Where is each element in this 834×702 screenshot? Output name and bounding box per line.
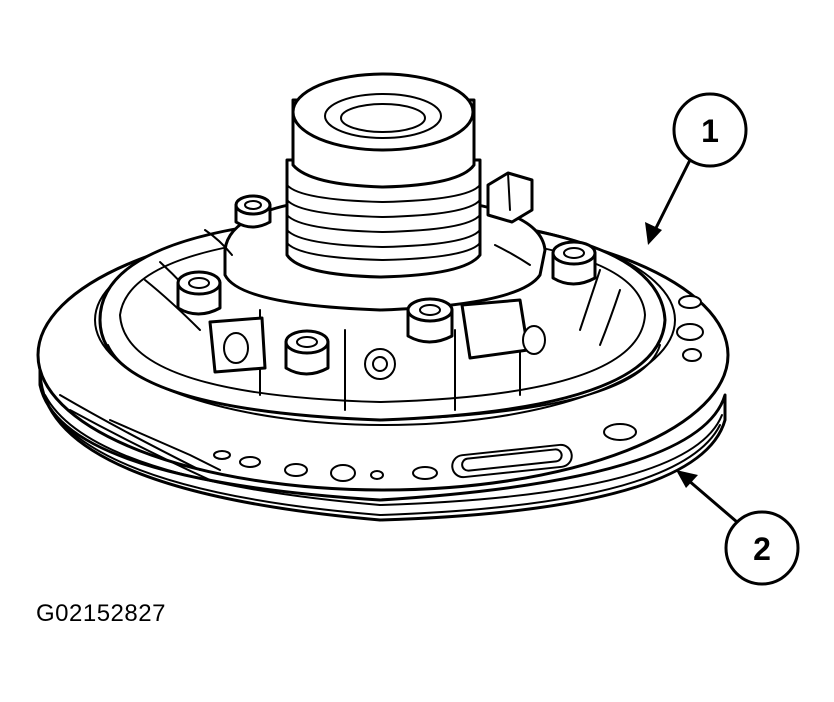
- callout-2: 2: [676, 470, 800, 586]
- callout-1-arrowhead: [645, 222, 662, 245]
- plate-holes: [213, 295, 704, 482]
- body-bosses: [208, 298, 546, 380]
- bolt-left: [176, 270, 222, 316]
- bolt-top-left: [234, 194, 272, 229]
- callout-1-label: 1: [701, 113, 719, 149]
- bolt-right: [551, 240, 597, 286]
- bolt-front-center: [406, 297, 454, 344]
- figure-id: G02152827: [36, 600, 166, 627]
- stator-shaft: [285, 72, 534, 279]
- bolt-front-left: [284, 329, 330, 376]
- callout-2-label: 2: [753, 531, 771, 567]
- callout-2-arrowhead: [676, 470, 698, 488]
- bolts: [176, 194, 597, 376]
- callout-1: 1: [645, 92, 748, 245]
